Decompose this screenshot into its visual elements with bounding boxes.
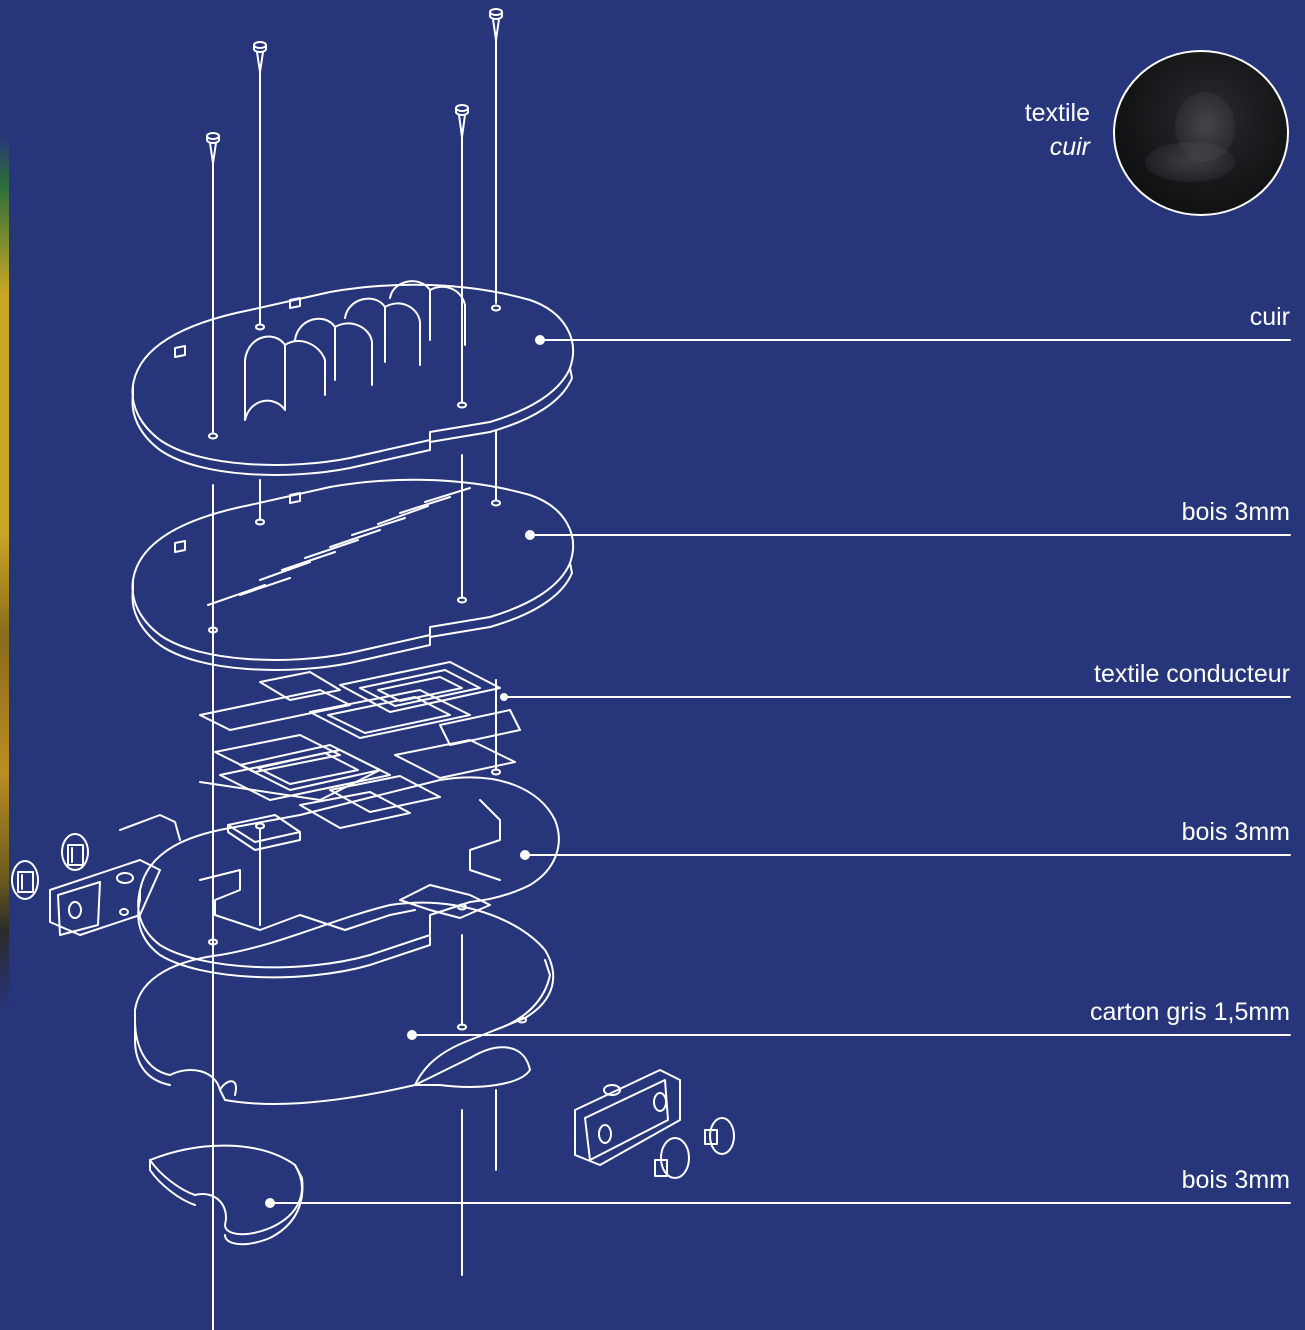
layer-textile-conducteur <box>199 661 521 851</box>
label-bois-3: bois 3mm <box>1181 1166 1290 1194</box>
label-carton: carton gris 1,5mm <box>1089 998 1290 1026</box>
label-bois-2: bois 3mm <box>1181 818 1290 846</box>
pin-2 <box>253 41 267 73</box>
label-textile-conducteur: textile conducteur <box>1094 660 1290 688</box>
layer-cuir-plate <box>131 283 575 476</box>
connector-left <box>11 833 161 936</box>
swatch-caption: textile cuir <box>1025 96 1090 164</box>
layer-carton-plate <box>134 901 555 1106</box>
pin-3 <box>455 104 469 138</box>
pin-1 <box>206 132 220 164</box>
assembly-pins <box>206 8 503 164</box>
label-cuir: cuir <box>1249 303 1290 331</box>
swatch-type-label: cuir <box>1049 133 1090 161</box>
layer-bois-1-plate <box>131 478 575 671</box>
layer-bois-2-plate <box>119 768 560 979</box>
leather-swatch-image <box>1113 50 1289 216</box>
layer-cuir-arches <box>244 280 466 421</box>
swatch-material-label: textile <box>1024 99 1090 127</box>
left-edge-strip <box>0 0 9 1330</box>
connector-right <box>574 1069 735 1179</box>
pin-4 <box>489 8 503 41</box>
assembly-axes <box>212 35 497 1330</box>
layer-bois-1-slots <box>207 487 471 606</box>
layer-bois-3-plate <box>149 1144 304 1246</box>
layer-bois-1-holes <box>208 499 501 634</box>
callout-leaders <box>265 335 1291 1208</box>
layer-cuir-holes <box>208 304 501 440</box>
label-bois-1: bois 3mm <box>1181 498 1290 526</box>
